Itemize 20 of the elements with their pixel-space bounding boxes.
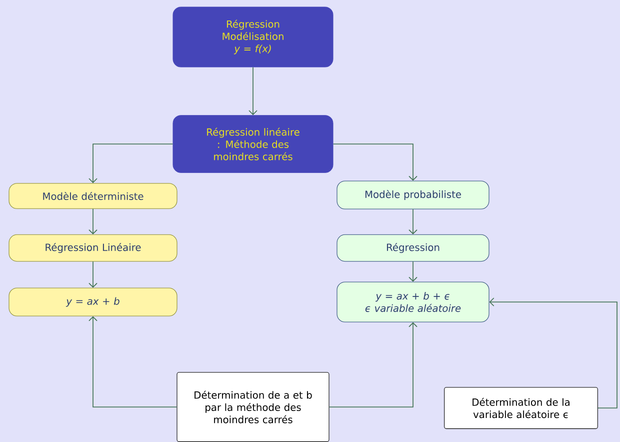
process-box: Modèle déterministe: [8, 183, 178, 209]
arrow: [489, 298, 618, 408]
process-box: Régression Linéaire: [8, 234, 178, 262]
process-box: Détermination de la variable aléatoire ϵ: [444, 387, 598, 429]
process-box: Régression: [336, 234, 490, 262]
process-box: Modèle probabiliste: [336, 180, 490, 210]
arrow: [88, 261, 98, 288]
process-box: Détermination de a et b par la méthode des moindres carrés: [176, 372, 330, 442]
arrow: [88, 208, 98, 234]
process-box: y = ax + b: [8, 288, 178, 316]
arrow: [248, 66, 258, 116]
arrow: [88, 316, 178, 408]
arrow: [408, 261, 418, 282]
arrow: [88, 144, 174, 184]
arrow: [408, 208, 418, 234]
arrow: [328, 322, 418, 408]
process-box: Régression Modélisation y = f(x): [172, 6, 334, 68]
process-box: Régression linéaire : Méthode des moindres carrés: [172, 115, 334, 173]
process-box: y = ax + b + ϵ ϵ variable aléatoire: [336, 282, 490, 322]
arrow: [332, 144, 418, 181]
